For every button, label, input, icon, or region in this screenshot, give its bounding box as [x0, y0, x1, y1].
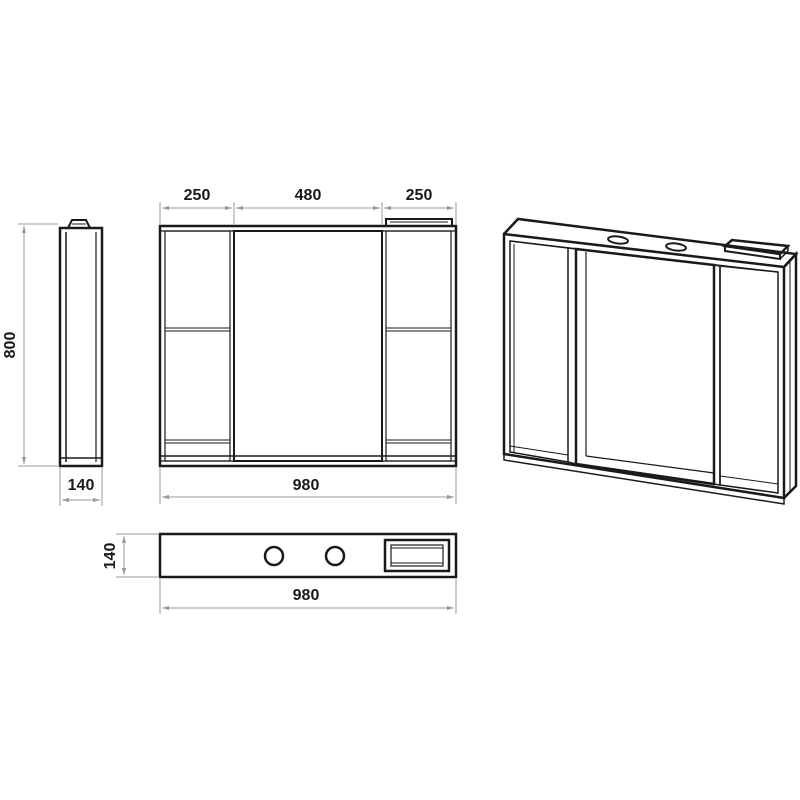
top-view	[158, 532, 458, 579]
top-depth-label: 140	[102, 543, 119, 570]
top-width-dimension: 980	[159, 579, 457, 614]
side-view	[58, 219, 104, 468]
side-depth-dimension: 140	[59, 468, 103, 506]
section-dimensions: 250 480 250	[159, 187, 457, 224]
front-width-dimension: 980	[159, 468, 457, 504]
height-label: 800	[2, 332, 19, 359]
isometric-view	[502, 217, 799, 505]
right-section-label: 250	[406, 187, 433, 204]
left-section-label: 250	[184, 187, 211, 204]
top-width-label: 980	[293, 587, 320, 604]
front-view	[158, 218, 458, 468]
height-dimension: 800	[2, 223, 58, 467]
center-section-label: 480	[295, 187, 322, 204]
top-depth-dimension: 140	[102, 533, 158, 578]
side-depth-label: 140	[68, 477, 95, 494]
front-width-label: 980	[293, 477, 320, 494]
